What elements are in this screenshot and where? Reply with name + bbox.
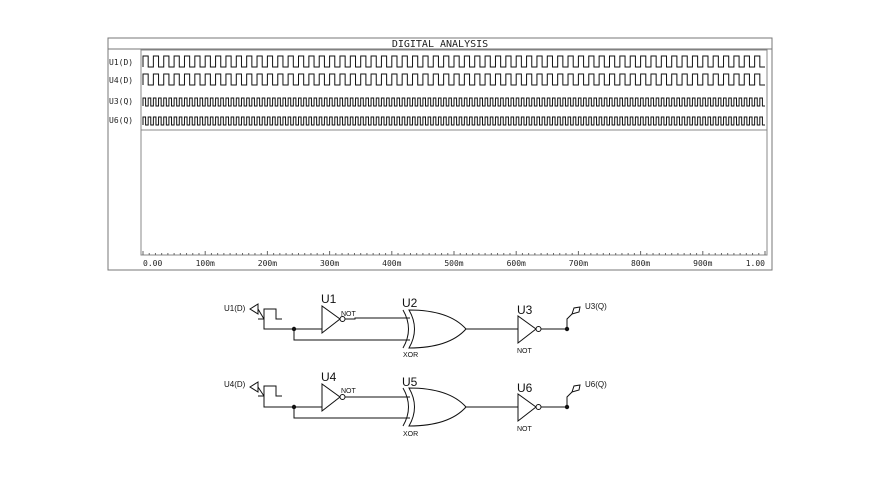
gate-type-xor: XOR (403, 352, 418, 359)
wire (257, 308, 265, 320)
wire (293, 329, 410, 341)
gate-ref-u3: U3 (517, 303, 533, 317)
time-axis-labels: 0.00 100m 200m 300m 400m 500m 600m 700m 800m 900m… (143, 259, 765, 268)
waveform-u1d (142, 55, 765, 68)
input-label-u1d: U1(D) (224, 304, 246, 313)
time-axis-ticks (142, 251, 766, 255)
xor-gate-icon (402, 309, 409, 349)
gate-ref-u2: U2 (402, 296, 418, 310)
axis-tick-label: 0.00 (143, 259, 162, 268)
xor-gate-icon (402, 387, 409, 427)
xor-gate-body (408, 387, 467, 427)
trace-label-u1d: U1(D) (109, 58, 133, 67)
circuit-1: U1(D) U1 NOT U2 XOR U3 NOT U3(Q) (224, 292, 607, 359)
wire (345, 317, 410, 320)
gate-ref-u4: U4 (321, 370, 337, 384)
waveform-u3q (142, 97, 765, 107)
not-gate-icon (517, 393, 537, 423)
pulse-source-icon (258, 308, 282, 320)
wire (263, 319, 294, 330)
inverter-bubble-icon (535, 326, 542, 332)
trace-label-u6q: U6(Q) (109, 116, 133, 125)
inverter-bubble-icon (339, 394, 346, 400)
output-label-u3q: U3(Q) (585, 302, 607, 311)
probe-arrow-icon (571, 306, 581, 315)
inverter-bubble-icon (339, 316, 346, 322)
not-gate-icon (321, 383, 341, 413)
trace-label-u3q: U3(Q) (109, 97, 133, 106)
wire (263, 396, 294, 408)
not-gate-icon (517, 315, 537, 345)
xor-gate-body (408, 309, 467, 349)
wire (293, 407, 410, 419)
waveform-u6q (142, 116, 765, 126)
axis-tick-label: 200m (258, 259, 277, 268)
graph-frame (107, 37, 773, 271)
gate-ref-u5: U5 (402, 375, 418, 389)
gate-ref-u1: U1 (321, 292, 337, 306)
gate-type-not: NOT (517, 348, 533, 355)
axis-tick-label: 1.00 (746, 259, 765, 268)
axis-tick-label: 500m (444, 259, 463, 268)
trace-label-u4d: U4(D) (109, 76, 133, 85)
probe-arrow-icon (571, 384, 581, 393)
not-gate-icon (321, 305, 341, 335)
output-label-u6q: U6(Q) (585, 380, 607, 389)
gate-type-not: NOT (341, 388, 357, 395)
digital-analysis-graph: DIGITAL ANALYSIS U1(D) U4(D) U3(Q) U6(Q)… (107, 37, 773, 271)
graph-title: DIGITAL ANALYSIS (392, 39, 488, 50)
input-terminal-icon (249, 381, 259, 393)
axis-tick-label: 900m (693, 259, 712, 268)
wire (566, 391, 573, 407)
inverter-bubble-icon (535, 404, 542, 410)
axis-tick-label: 700m (569, 259, 588, 268)
wire (257, 386, 265, 397)
gate-type-not: NOT (341, 311, 357, 318)
circuit-2: U4(D) U4 NOT U5 XOR U6 NOT U6(Q) (224, 370, 607, 438)
pulse-source-icon (258, 385, 282, 397)
wire (566, 313, 573, 329)
axis-tick-label: 400m (382, 259, 401, 268)
axis-tick-label: 600m (507, 259, 526, 268)
gate-type-not: NOT (517, 426, 533, 433)
waveform-u4d (142, 73, 765, 86)
input-label-u4d: U4(D) (224, 380, 246, 389)
axis-tick-label: 100m (196, 259, 215, 268)
input-terminal-icon (249, 303, 259, 315)
axis-tick-label: 800m (631, 259, 650, 268)
gate-ref-u6: U6 (517, 381, 533, 395)
axis-tick-label: 300m (320, 259, 339, 268)
gate-type-xor: XOR (403, 431, 418, 438)
